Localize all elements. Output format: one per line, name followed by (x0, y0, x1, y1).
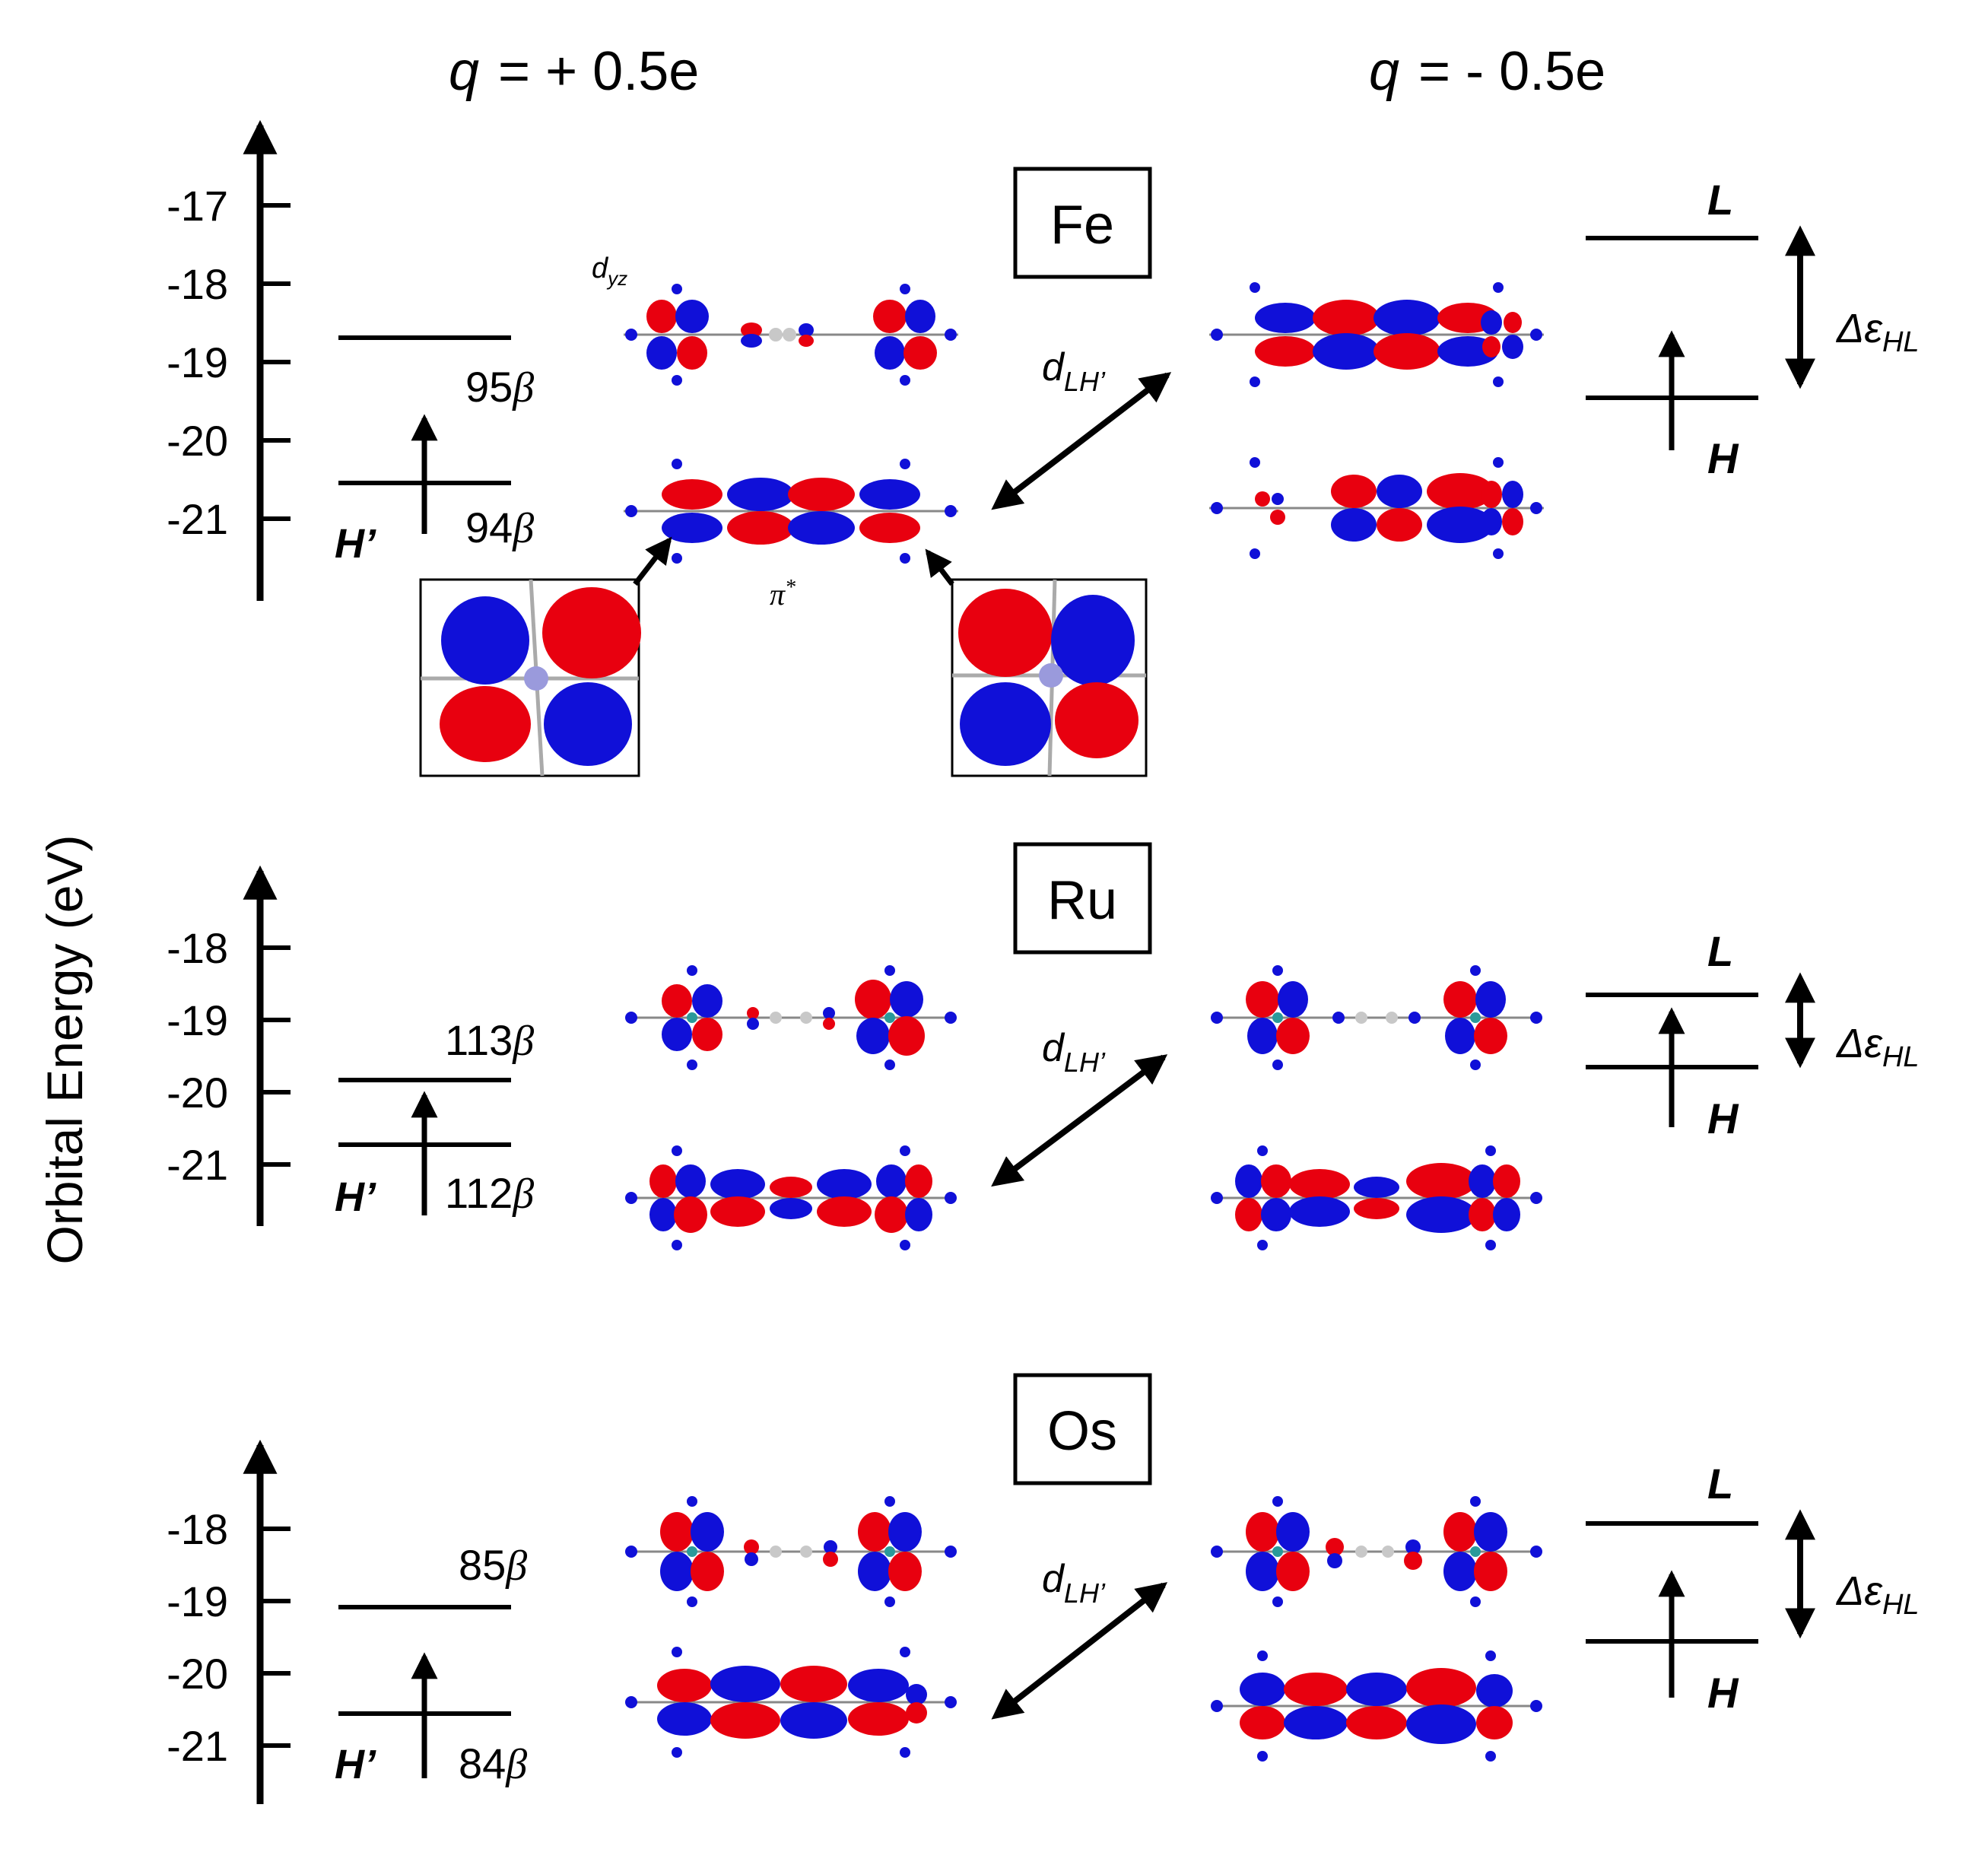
h-prime-label: H’ (335, 1174, 376, 1220)
h-prime-label: H’ (335, 1742, 376, 1787)
y-axis-label: Orbital Energy (eV) (37, 835, 93, 1265)
d-lh-label: dLH’ (1042, 1026, 1106, 1078)
inset-right-dyz-zoom (951, 578, 1148, 777)
tick-label: -18 (167, 924, 228, 972)
orbital-isosurface-84-beta (625, 1647, 957, 1758)
gap-label: ΔεHL (1835, 1021, 1920, 1073)
dyz-label: dyz (592, 253, 627, 290)
orbital-isosurface-homo (1211, 1145, 1542, 1250)
orbital-isosurface-lumo (1209, 282, 1544, 387)
tick-label: -20 (167, 1650, 228, 1698)
d-lh-arrow (991, 1582, 1168, 1720)
orbital-isosurface-85-beta (625, 1496, 957, 1607)
h-label: H (1707, 1094, 1739, 1142)
gap-label: ΔεHL (1835, 1568, 1920, 1621)
d-lh-arrow (991, 1054, 1168, 1187)
level-label-lower: 94β (465, 504, 534, 552)
level-label-lower: 84β (459, 1739, 527, 1788)
header-left: q= + 0.5e (449, 41, 699, 102)
tick-label: -20 (167, 417, 228, 465)
panel-fe: -17 -18 -19 -20 -21 95β 94β H’ Fe dyz π* (167, 119, 1920, 777)
orbital-isosurface-94-beta (624, 459, 958, 564)
orbital-isosurface-lumo (1211, 965, 1542, 1070)
tick-label: -18 (167, 260, 228, 308)
tick-label: -19 (167, 996, 228, 1044)
metal-box (1013, 842, 1152, 955)
level-label-upper: 95β (465, 363, 534, 411)
tick-label: -17 (167, 182, 228, 230)
level-label-upper: 113β (445, 1016, 534, 1065)
metal-box (1013, 167, 1152, 279)
d-lh-label: dLH’ (1042, 1557, 1106, 1609)
metal-label: Os (1047, 1401, 1117, 1462)
tick-label: -21 (167, 495, 228, 543)
tick-label: -18 (167, 1505, 228, 1553)
header-right: q= - 0.5e (1369, 41, 1605, 102)
pi-star-label: π* (770, 576, 796, 612)
metal-label: Fe (1050, 195, 1114, 256)
tick-label: -21 (167, 1722, 228, 1770)
h-prime-label: H’ (335, 521, 376, 567)
panel-ru: -18 -19 -20 -21 113β 112β H’ Ru (167, 842, 1920, 1250)
panel-os: -18 -19 -20 -21 85β 84β H’ Os (167, 1373, 1920, 1804)
orbital-isosurface-homo (1211, 1650, 1542, 1762)
l-label: L (1707, 176, 1733, 224)
level-label-upper: 85β (459, 1541, 527, 1590)
orbital-isosurface-homo (1209, 457, 1544, 559)
tick-label: -20 (167, 1069, 228, 1117)
tick-label: -19 (167, 1577, 228, 1625)
inset-pointer-left (633, 536, 672, 586)
tick-label: -21 (167, 1141, 228, 1189)
inset-left-dyz-zoom (419, 578, 641, 777)
orbital-isosurface-112-beta (625, 1145, 957, 1250)
metal-label: Ru (1047, 870, 1117, 931)
inset-pointer-right (925, 548, 954, 586)
gap-label: ΔεHL (1835, 306, 1920, 358)
tick-label: -19 (167, 338, 228, 386)
d-lh-arrow (991, 372, 1172, 510)
orbital-isosurface-95-beta (624, 284, 958, 386)
l-label: L (1707, 1460, 1733, 1507)
metal-box (1013, 1373, 1152, 1485)
h-label: H (1707, 434, 1739, 482)
h-label: H (1707, 1669, 1739, 1717)
l-label: L (1707, 927, 1733, 975)
orbital-isosurface-lumo (1211, 1496, 1542, 1607)
orbital-isosurface-113-beta (625, 965, 957, 1070)
d-lh-label: dLH’ (1042, 345, 1106, 397)
level-label-lower: 112β (445, 1169, 534, 1218)
